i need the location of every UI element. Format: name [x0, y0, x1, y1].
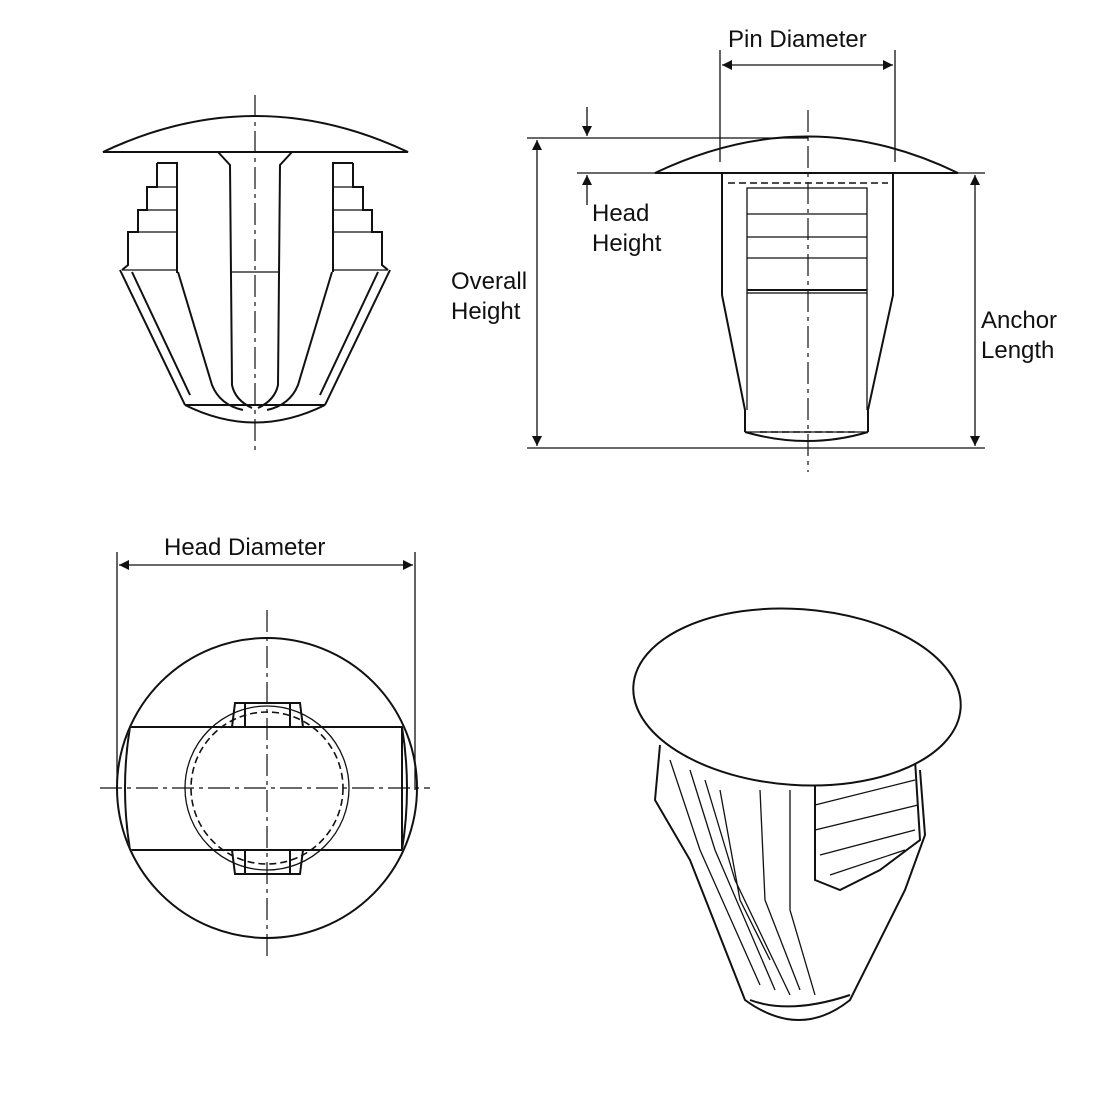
isometric-view	[632, 607, 962, 1021]
front-view	[102, 95, 409, 452]
pin-diameter-label: Pin Diameter	[728, 26, 867, 53]
anchor-length-label-2: Length	[981, 337, 1055, 364]
overall-height-label-2: Height	[451, 298, 521, 325]
bottom-view	[100, 552, 430, 958]
overall-height-label-1: Overall	[451, 268, 528, 295]
anchor-length-label-1: Anchor	[981, 307, 1058, 334]
head-diameter-label: Head Diameter	[164, 534, 326, 561]
head-height-label-1: Head	[592, 200, 650, 227]
side-view	[527, 50, 985, 472]
head-height-label-2: Height	[592, 230, 662, 257]
